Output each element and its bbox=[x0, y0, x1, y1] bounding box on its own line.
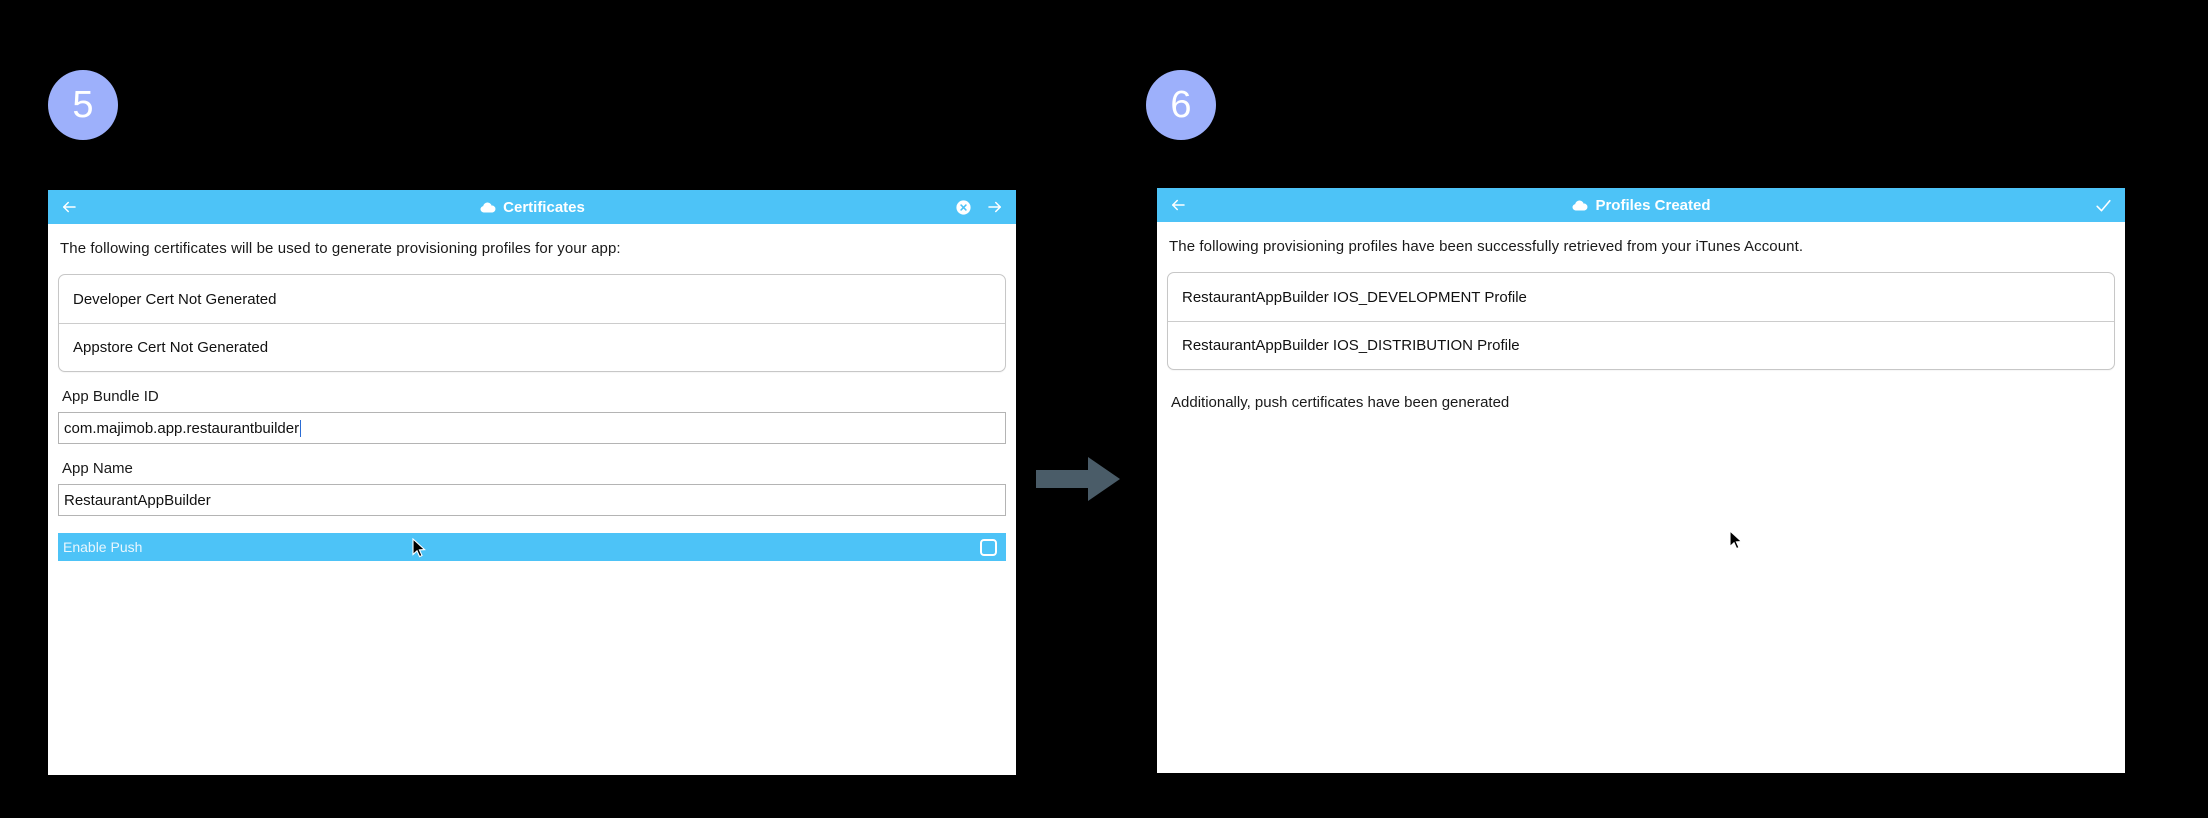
close-circle-icon[interactable] bbox=[955, 199, 972, 216]
profiles-title-group: Profiles Created bbox=[1157, 197, 2125, 214]
cloud-icon bbox=[1571, 199, 1588, 212]
app-bundle-id-label: App Bundle ID bbox=[62, 388, 159, 405]
certificates-screen: Certificates The following cer bbox=[48, 190, 1016, 775]
push-certificates-note: Additionally, push certificates have bee… bbox=[1171, 394, 1510, 411]
enable-push-row[interactable]: Enable Push bbox=[58, 533, 1006, 561]
list-item[interactable]: Developer Cert Not Generated bbox=[73, 290, 277, 308]
list-item[interactable]: RestaurantAppBuilder IOS_DISTRIBUTION Pr… bbox=[1168, 321, 2114, 369]
mouse-pointer-icon bbox=[1729, 529, 1745, 552]
app-name-input[interactable]: RestaurantAppBuilder bbox=[58, 484, 1006, 516]
checkmark-icon[interactable] bbox=[2094, 196, 2113, 215]
app-name-label: App Name bbox=[62, 460, 133, 477]
app-bundle-id-value: com.majimob.app.restaurantbuilder bbox=[64, 419, 300, 437]
list-item[interactable]: RestaurantAppBuilder IOS_DEVELOPMENT Pro… bbox=[1182, 288, 1527, 306]
step-number: 6 bbox=[1170, 84, 1192, 126]
profiles-body: The following provisioning profiles have… bbox=[1157, 222, 2125, 773]
app-name-value: RestaurantAppBuilder bbox=[64, 491, 211, 509]
certificates-body: The following certificates will be used … bbox=[48, 224, 1016, 775]
app-bundle-id-input[interactable]: com.majimob.app.restaurantbuilder bbox=[58, 412, 1006, 444]
back-arrow-icon[interactable] bbox=[1169, 196, 1187, 214]
profiles-intro-text: The following provisioning profiles have… bbox=[1169, 238, 1804, 255]
list-item[interactable]: Appstore Cert Not Generated bbox=[59, 323, 1005, 371]
certificates-title-group: Certificates bbox=[48, 199, 1016, 216]
cloud-icon bbox=[479, 201, 496, 214]
back-arrow-icon[interactable] bbox=[60, 198, 78, 216]
step-badge-5: 5 bbox=[48, 70, 118, 140]
profiles-card: RestaurantAppBuilder IOS_DEVELOPMENT Pro… bbox=[1167, 272, 2115, 370]
checkbox-unchecked-icon[interactable] bbox=[980, 538, 997, 556]
mouse-pointer-icon bbox=[412, 537, 428, 560]
enable-push-label: Enable Push bbox=[63, 539, 143, 555]
forward-arrow-icon[interactable] bbox=[986, 198, 1004, 216]
profiles-titlebar: Profiles Created bbox=[1157, 188, 2125, 222]
step-number: 5 bbox=[72, 84, 94, 126]
page-title: Certificates bbox=[503, 198, 585, 216]
profiles-created-screen: Profiles Created The following provision… bbox=[1157, 188, 2125, 773]
step-badge-6: 6 bbox=[1146, 70, 1216, 140]
certificates-titlebar: Certificates bbox=[48, 190, 1016, 224]
page-title: Profiles Created bbox=[1595, 196, 1711, 214]
certificates-card: Developer Cert Not Generated Appstore Ce… bbox=[58, 274, 1006, 372]
right-arrow-icon bbox=[1036, 455, 1120, 508]
certificates-intro-text: The following certificates will be used … bbox=[60, 240, 621, 257]
text-caret bbox=[300, 419, 302, 437]
